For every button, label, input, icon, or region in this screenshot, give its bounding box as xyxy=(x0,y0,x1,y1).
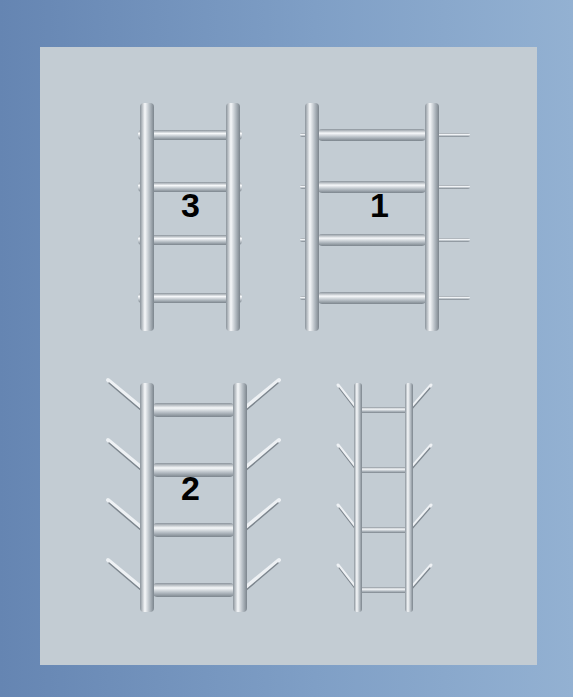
callout-number: 1 xyxy=(370,188,389,222)
panel xyxy=(40,47,537,665)
callout-number: 3 xyxy=(181,188,200,222)
ladder-3 xyxy=(138,103,242,331)
callout-number: 2 xyxy=(181,471,200,505)
ladder-4 xyxy=(338,383,431,612)
ladder-1 xyxy=(300,103,470,331)
ladder-2 xyxy=(108,380,279,612)
